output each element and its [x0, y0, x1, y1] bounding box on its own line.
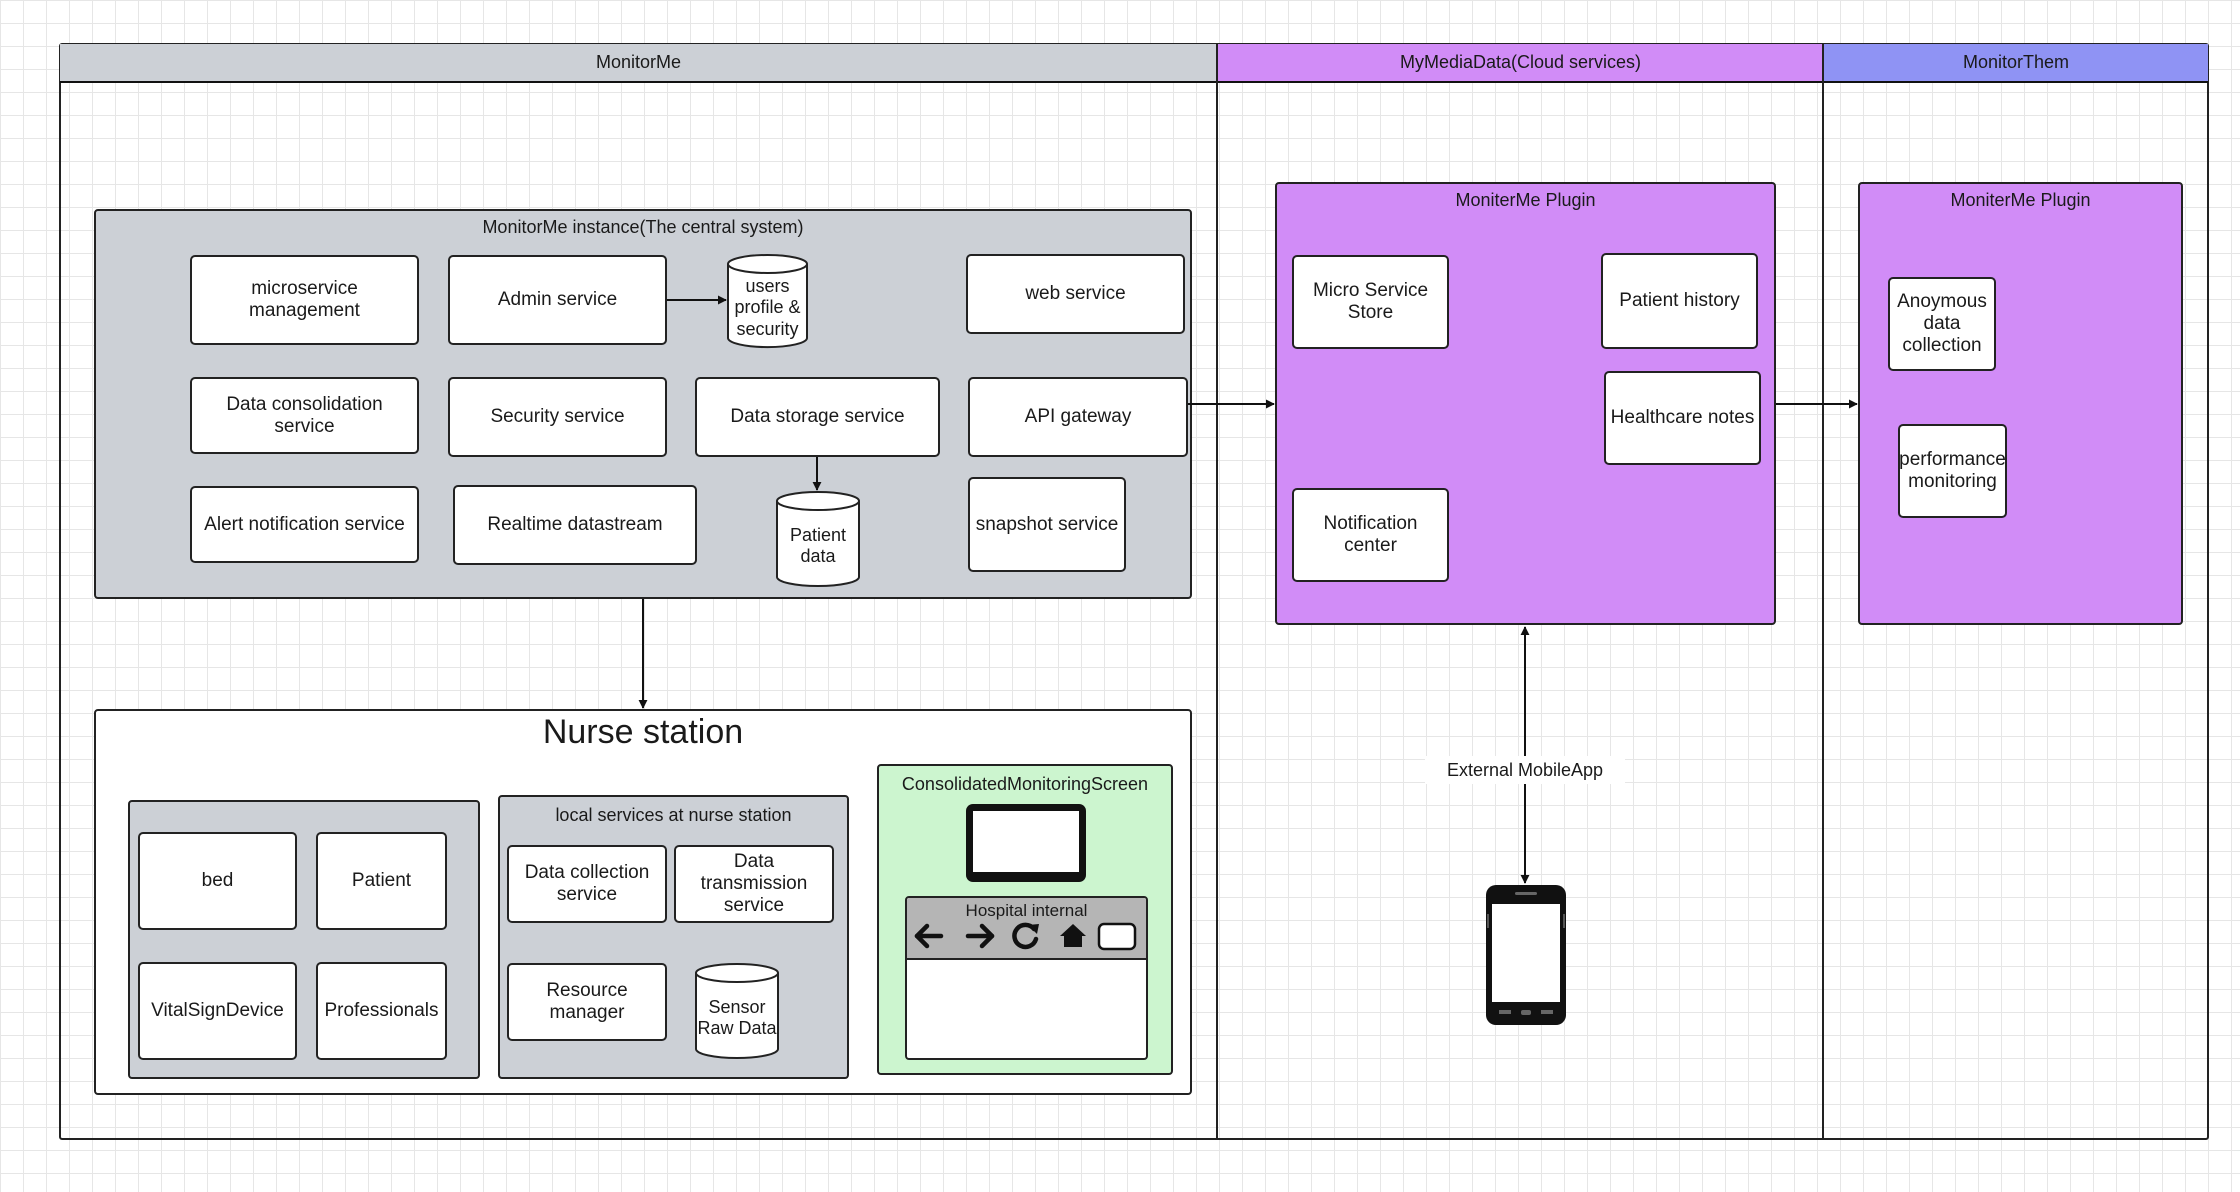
- lane-divider-1: [1216, 44, 1218, 1139]
- mobile-phone-icon[interactable]: [1485, 884, 1567, 1026]
- patient-data-database[interactable]: Patient data: [776, 491, 860, 587]
- nurse-station-title: Nurse station: [542, 713, 744, 751]
- micro-service-store-box[interactable]: Micro Service Store: [1292, 255, 1449, 349]
- sensor-raw-data-database[interactable]: Sensor Raw Data: [695, 963, 779, 1059]
- users-profile-database[interactable]: users profile & security: [727, 254, 808, 349]
- browser-window[interactable]: Hospital internal: [905, 896, 1148, 1060]
- patient-box[interactable]: Patient: [316, 832, 447, 930]
- mobile-app-label: External MobileApp: [1425, 756, 1625, 784]
- lane-header-cloud: MyMediaData(Cloud services): [1218, 44, 1823, 83]
- refresh-icon: [1012, 922, 1039, 950]
- security-service-box[interactable]: Security service: [448, 377, 667, 457]
- lane-title-cloud: MyMediaData(Cloud services): [1399, 52, 1642, 72]
- laptop-icon: [964, 802, 1088, 884]
- lane-title-monitorthem: MonitorThem: [1962, 52, 2070, 72]
- lane-header-monitorthem: MonitorThem: [1824, 44, 2208, 83]
- blank-tab-icon: [1097, 922, 1137, 951]
- back-arrow-icon: [914, 923, 944, 949]
- performance-monitoring-box[interactable]: performance monitoring: [1898, 424, 2007, 518]
- admin-service-box[interactable]: Admin service: [448, 255, 667, 345]
- local-services-title: local services at nurse station: [555, 805, 792, 825]
- healthcare-notes-box[interactable]: Healthcare notes: [1604, 371, 1761, 465]
- resource-manager-box[interactable]: Resource manager: [507, 963, 667, 1041]
- anonymous-data-collection-box[interactable]: Anoymous data collection: [1888, 277, 1996, 371]
- central-system-title: MonitorMe instance(The central system): [482, 217, 804, 237]
- lane-header-monitorme: MonitorMe: [60, 44, 1217, 83]
- forward-arrow-icon: [965, 923, 995, 949]
- vital-sign-device-box[interactable]: VitalSignDevice: [138, 962, 297, 1060]
- bed-box[interactable]: bed: [138, 832, 297, 930]
- realtime-datastream-box[interactable]: Realtime datastream: [453, 485, 697, 565]
- patient-history-box[interactable]: Patient history: [1601, 253, 1758, 349]
- api-gateway-box[interactable]: API gateway: [968, 377, 1188, 457]
- data-transmission-box[interactable]: Data transmission service: [674, 845, 834, 923]
- notification-center-box[interactable]: Notification center: [1292, 488, 1449, 582]
- microservice-management-box[interactable]: microservice management: [190, 255, 419, 345]
- professionals-box[interactable]: Professionals: [316, 962, 447, 1060]
- refresh-arrowhead-icon: [1028, 924, 1039, 934]
- lane-divider-2: [1822, 44, 1824, 1139]
- home-icon: [1060, 924, 1086, 947]
- alert-notification-box[interactable]: Alert notification service: [190, 486, 419, 563]
- monitoring-screen-title: ConsolidatedMonitoringScreen: [901, 774, 1149, 794]
- lane-title-monitorme: MonitorMe: [595, 52, 682, 72]
- data-collection-box[interactable]: Data collection service: [507, 845, 667, 923]
- web-service-box[interactable]: web service: [966, 254, 1185, 334]
- local-services-container: local services at nurse station: [498, 795, 849, 1079]
- browser-title: Hospital internal: [965, 901, 1088, 920]
- data-storage-box[interactable]: Data storage service: [695, 377, 940, 457]
- browser-toolbar: Hospital internal: [907, 898, 1146, 960]
- data-consolidation-box[interactable]: Data consolidation service: [190, 377, 419, 454]
- snapshot-service-box[interactable]: snapshot service: [968, 477, 1126, 572]
- cloud-plugin-title: MoniterMe Plugin: [1455, 190, 1596, 210]
- monitorthem-plugin-title: MoniterMe Plugin: [1950, 190, 2091, 210]
- monitorthem-plugin-container: MoniterMe Plugin: [1858, 182, 2183, 625]
